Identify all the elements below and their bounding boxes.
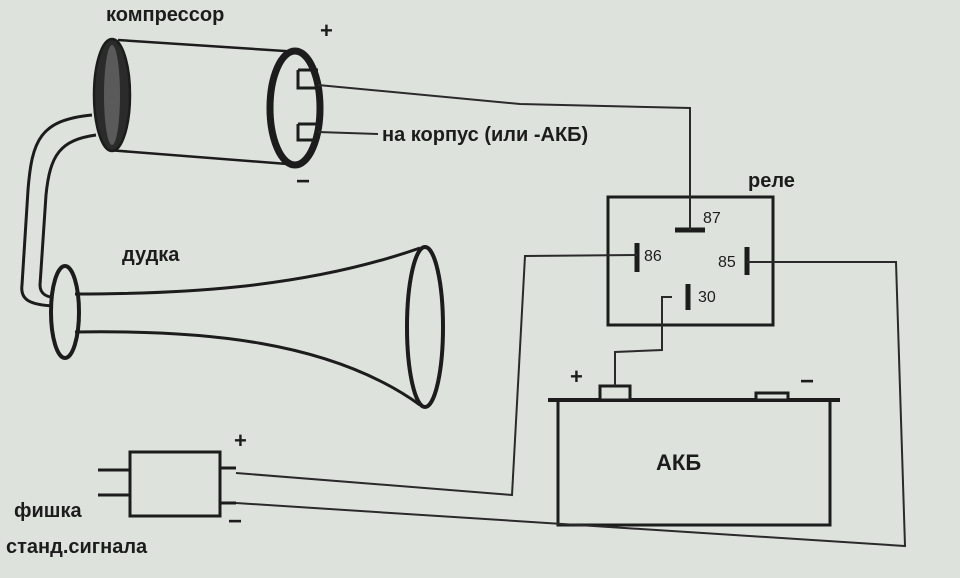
compressor-minus-label: −: [296, 168, 311, 195]
relay-pin-87-label: 87: [703, 210, 721, 227]
wire-85-to-connector-minus: [235, 261, 907, 548]
compressor-label: компрессор: [106, 4, 225, 26]
connector-plus-label: +: [234, 428, 247, 453]
ground-note-label: на корпус (или -АКБ): [382, 124, 589, 146]
wire-compressor-ground: [317, 131, 379, 135]
connector-label-line2: станд.сигнала: [6, 536, 148, 558]
wire-86-to-connector-plus: [235, 254, 638, 497]
air-hose: [20, 113, 97, 308]
horn: [49, 245, 445, 409]
battery: [548, 384, 840, 527]
connector-minus-label: −: [228, 508, 243, 535]
horn-label: дудка: [122, 244, 180, 266]
wires: [235, 84, 907, 548]
relay-label: реле: [748, 170, 795, 192]
battery-label: АКБ: [656, 450, 702, 475]
compressor-plus-label: +: [320, 18, 333, 43]
relay-pin-30-label: 30: [698, 289, 716, 306]
battery-plus-label: +: [570, 364, 583, 389]
compressor: [92, 37, 324, 169]
relay-pin-86-label: 86: [644, 248, 662, 265]
wire-compressor-to-87: [317, 84, 691, 230]
battery-minus-label: −: [800, 368, 815, 395]
relay-pin-85-label: 85: [718, 254, 736, 271]
connector-label-line1: фишка: [14, 500, 82, 522]
connector: [98, 450, 236, 518]
wire-30-to-battery-plus: [614, 296, 672, 386]
